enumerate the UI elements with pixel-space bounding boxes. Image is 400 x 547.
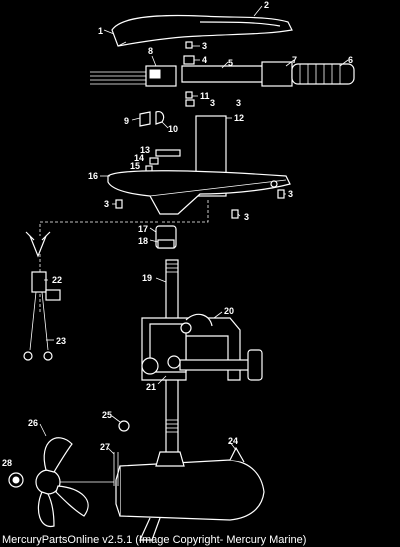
callout-leaders: [39, 5, 349, 455]
propeller: [35, 437, 114, 528]
callout-23: 23: [56, 336, 66, 346]
small-clips: [139, 111, 165, 127]
callout-24: 24: [228, 436, 238, 446]
mount-hardware: [145, 149, 181, 173]
callout-9: 9: [124, 116, 129, 126]
callout-4: 4: [202, 55, 207, 65]
callout-16: 16: [88, 171, 98, 181]
callout-1: 1: [98, 26, 103, 36]
callout-3: 3: [202, 41, 207, 51]
callout-3-d: 3: [104, 199, 109, 209]
propeller-pin: [113, 420, 130, 486]
callout-14: 14: [134, 153, 144, 163]
callout-8: 8: [148, 46, 153, 56]
prop-nut: [8, 472, 24, 488]
callout-10: 10: [168, 124, 178, 134]
wire-route: [39, 200, 209, 312]
battery-cables: [23, 231, 61, 361]
callout-21: 21: [146, 382, 156, 392]
callout-6: 6: [348, 55, 353, 65]
callout-11: 11: [200, 91, 210, 101]
callout-19: 19: [142, 273, 152, 283]
handle-screws: [183, 41, 195, 107]
callout-28: 28: [2, 458, 12, 468]
speed-switch: [90, 65, 177, 87]
lower-unit: [115, 446, 265, 541]
tiller-handle: [181, 61, 355, 87]
top-cover: [111, 14, 293, 47]
callout-25: 25: [102, 410, 112, 420]
callout-20: 20: [224, 306, 234, 316]
callout-27: 27: [100, 442, 110, 452]
callout-22: 22: [52, 275, 62, 285]
callout-labels: 1 2 3 4 5 6 7 8 9 10 11 3 3 12 13 14 15 …: [2, 0, 353, 468]
callout-13: 13: [140, 145, 150, 155]
collar: [155, 225, 177, 249]
callout-7: 7: [292, 55, 297, 65]
callout-3-b: 3: [210, 98, 215, 108]
callout-3-e: 3: [288, 189, 293, 199]
callout-3-f: 3: [244, 212, 249, 222]
callout-18: 18: [138, 236, 148, 246]
callout-26: 26: [28, 418, 38, 428]
head-base: [107, 170, 291, 215]
copyright-footer: MercuryPartsOnline v2.5.1 (Image Copyrig…: [2, 534, 306, 546]
callout-5: 5: [228, 58, 233, 68]
callout-3-c: 3: [236, 98, 241, 108]
callout-17: 17: [138, 224, 148, 234]
callout-15: 15: [130, 161, 140, 171]
transom-bracket: [141, 313, 263, 381]
callout-12: 12: [234, 113, 244, 123]
callout-2: 2: [264, 0, 269, 10]
